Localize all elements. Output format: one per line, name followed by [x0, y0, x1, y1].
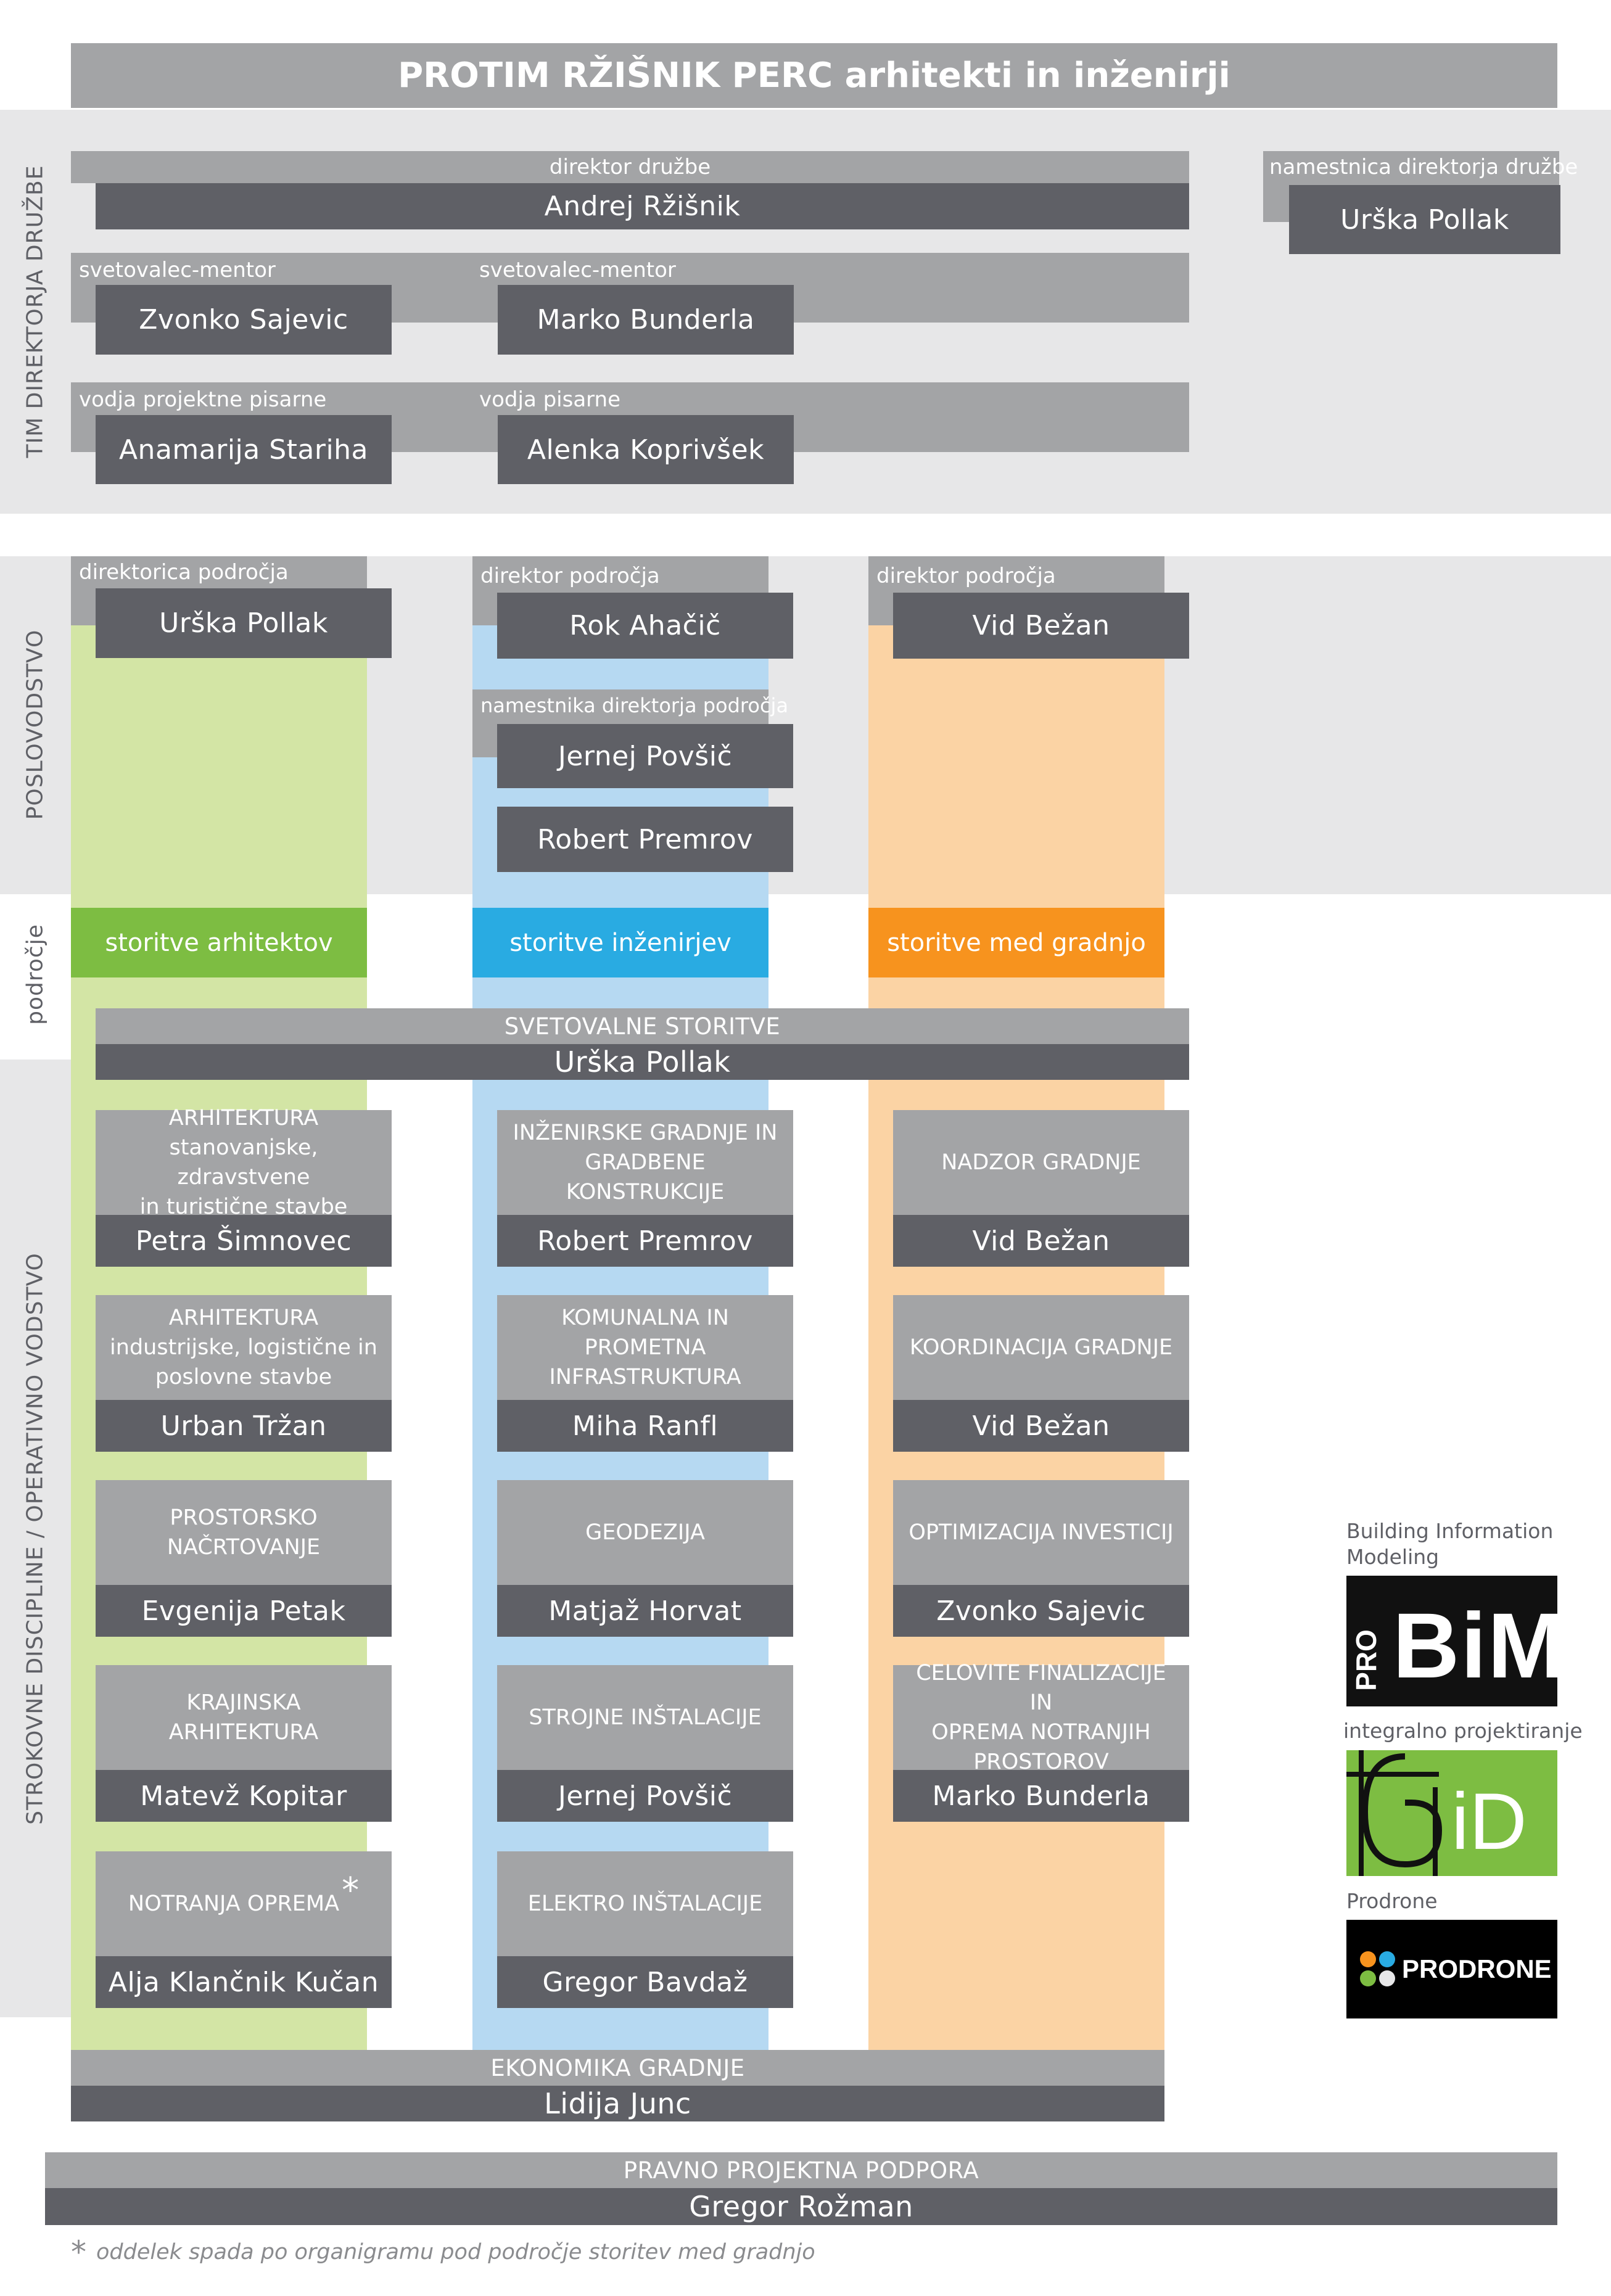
legal-name: Gregor Rožman: [45, 2188, 1557, 2225]
asterisk-mark: *: [342, 1870, 360, 1911]
area-constr: storitve med gradnjo: [868, 908, 1164, 977]
arch-dept-5: NOTRANJA OPREMA *: [96, 1851, 392, 1956]
constr-dept-1: NADZOR GRADNJE: [893, 1110, 1189, 1215]
gid-mark-icon: [1346, 1750, 1443, 1876]
disciplines-side-band: [0, 1060, 71, 2017]
footnote-star: *: [71, 2234, 86, 2270]
arch-director-role: direktorica področja: [79, 560, 289, 585]
side-label-area: področje: [22, 924, 48, 1025]
eng-lead-5: Gregor Bavdaž: [497, 1956, 793, 2008]
constr-lead-3: Zvonko Sajevic: [893, 1585, 1189, 1637]
area-arch: storitve arhitektov: [71, 908, 367, 977]
constr-lead-1: Vid Bežan: [893, 1215, 1189, 1267]
footnote: * oddelek spada po organigramu pod podro…: [71, 2234, 815, 2271]
director-name: Andrej Ržišnik: [96, 183, 1189, 229]
prodrone-text: PRODRONE: [1402, 1954, 1552, 1983]
legal-title: PRAVNO PROJEKTNA PODPORA: [45, 2152, 1557, 2188]
economics-name: Lidija Junc: [71, 2086, 1164, 2121]
constr-dept-3: OPTIMIZACIJA INVESTICIJ: [893, 1480, 1189, 1585]
eng-deputy-role: namestnika direktorja področja: [480, 694, 789, 717]
arch-dept-1: ARHITEKTURA stanovanjske, zdravstvene in…: [96, 1106, 392, 1219]
eng-director-role: direktor področja: [480, 564, 660, 588]
probim-pro-text: PRO: [1349, 1629, 1382, 1691]
constr-director-role: direktor področja: [876, 564, 1056, 588]
arch-dept-5-label: NOTRANJA OPREMA: [128, 1891, 340, 1916]
consulting-name: Urška Pollak: [96, 1044, 1189, 1080]
eng-lead-3: Matjaž Horvat: [497, 1585, 793, 1637]
arch-lead-1: Petra Šimnovec: [96, 1215, 392, 1267]
page-header: PROTIM RŽIŠNIK PERC arhitekti in inženir…: [71, 43, 1557, 108]
constr-dept-4: CELOVITE FINALIZACIJE IN OPREMA NOTRANJI…: [893, 1661, 1189, 1774]
eng-dept-2: KOMUNALNA IN PROMETNA INFRASTRUKTURA: [497, 1295, 793, 1400]
eng-dept-4: STROJNE INŠTALACIJE: [497, 1665, 793, 1770]
area-eng: storitve inženirjev: [472, 908, 768, 977]
arch-dept-4: KRAJINSKA ARHITEKTURA: [96, 1665, 392, 1770]
office2-role: vodja pisarne: [479, 387, 621, 412]
constr-dept-2: KOORDINACIJA GRADNJE: [893, 1295, 1189, 1400]
consulting-title: SVETOVALNE STORITVE: [96, 1008, 1189, 1044]
arch-lead-5: Alja Klančnik Kučan: [96, 1956, 392, 2008]
arch-lead-4: Matevž Kopitar: [96, 1770, 392, 1822]
economics-title: EKONOMIKA GRADNJE: [71, 2050, 1164, 2086]
prodrone-caption: Prodrone: [1346, 1889, 1438, 1913]
eng-deputy-name-2: Robert Premrov: [497, 807, 793, 872]
eng-dept-1: INŽENIRSKE GRADNJE IN GRADBENE KONSTRUKC…: [497, 1110, 793, 1215]
deputy-role: namestnica direktorja družbe: [1269, 155, 1578, 179]
gid-text: iD: [1451, 1776, 1527, 1866]
prodrone-logo-icon: PRODRONE: [1346, 1920, 1557, 2018]
gid-logo-icon: iD: [1346, 1750, 1557, 1876]
director-role: direktor družbe: [549, 155, 711, 179]
deputy-name: Urška Pollak: [1289, 185, 1560, 254]
office1-role: vodja projektne pisarne: [79, 387, 327, 412]
constr-lead-2: Vid Bežan: [893, 1400, 1189, 1452]
arch-dept-3: PROSTORSKO NAČRTOVANJE: [96, 1480, 392, 1585]
area-side-band: [0, 894, 71, 1060]
eng-lead-2: Miha Ranfl: [497, 1400, 793, 1452]
side-label-disciplines: STROKOVNE DISCIPLINE / OPERATIVNO VODSTV…: [22, 1253, 48, 1825]
page-title: PROTIM RŽIŠNIK PERC arhitekti in inženir…: [398, 56, 1230, 96]
probim-logo-icon: PRO BiM: [1346, 1576, 1557, 1706]
mentor1-name: Zvonko Sajevic: [96, 285, 392, 355]
footnote-text: oddelek spada po organigramu pod področj…: [96, 2240, 815, 2265]
eng-lead-4: Jernej Povšič: [497, 1770, 793, 1822]
side-label-team: TIM DIREKTORJA DRUŽBE: [22, 165, 48, 458]
mentor2-role: svetovalec-mentor: [479, 258, 676, 282]
office2-name: Alenka Koprivšek: [498, 415, 794, 484]
office1-name: Anamarija Stariha: [96, 415, 392, 484]
mentor2-name: Marko Bunderla: [498, 285, 794, 355]
gid-caption: integralno projektiranje: [1343, 1719, 1583, 1743]
eng-dept-3: GEODEZIJA: [497, 1480, 793, 1585]
probim-bim-text: BiM: [1393, 1594, 1557, 1697]
prodrone-dots-icon: [1360, 1951, 1395, 1986]
mentor1-role: svetovalec-mentor: [79, 258, 276, 282]
eng-dept-5: ELEKTRO INŠTALACIJE: [497, 1851, 793, 1956]
arch-director-name: Urška Pollak: [96, 588, 392, 658]
eng-deputy-name-1: Jernej Povšič: [497, 724, 793, 788]
arch-lead-3: Evgenija Petak: [96, 1585, 392, 1637]
bim-caption: Building Information Modeling: [1346, 1519, 1554, 1569]
eng-director-name: Rok Ahačič: [497, 593, 793, 659]
arch-lead-2: Urban Tržan: [96, 1400, 392, 1452]
eng-lead-1: Robert Premrov: [497, 1215, 793, 1267]
director-role-bar: direktor družbe: [71, 151, 1189, 183]
constr-lead-4: Marko Bunderla: [893, 1770, 1189, 1822]
side-label-management: POSLOVODSTVO: [22, 629, 48, 820]
arch-dept-2: ARHITEKTURA industrijske, logistične in …: [96, 1295, 392, 1400]
constr-director-name: Vid Bežan: [893, 593, 1189, 659]
